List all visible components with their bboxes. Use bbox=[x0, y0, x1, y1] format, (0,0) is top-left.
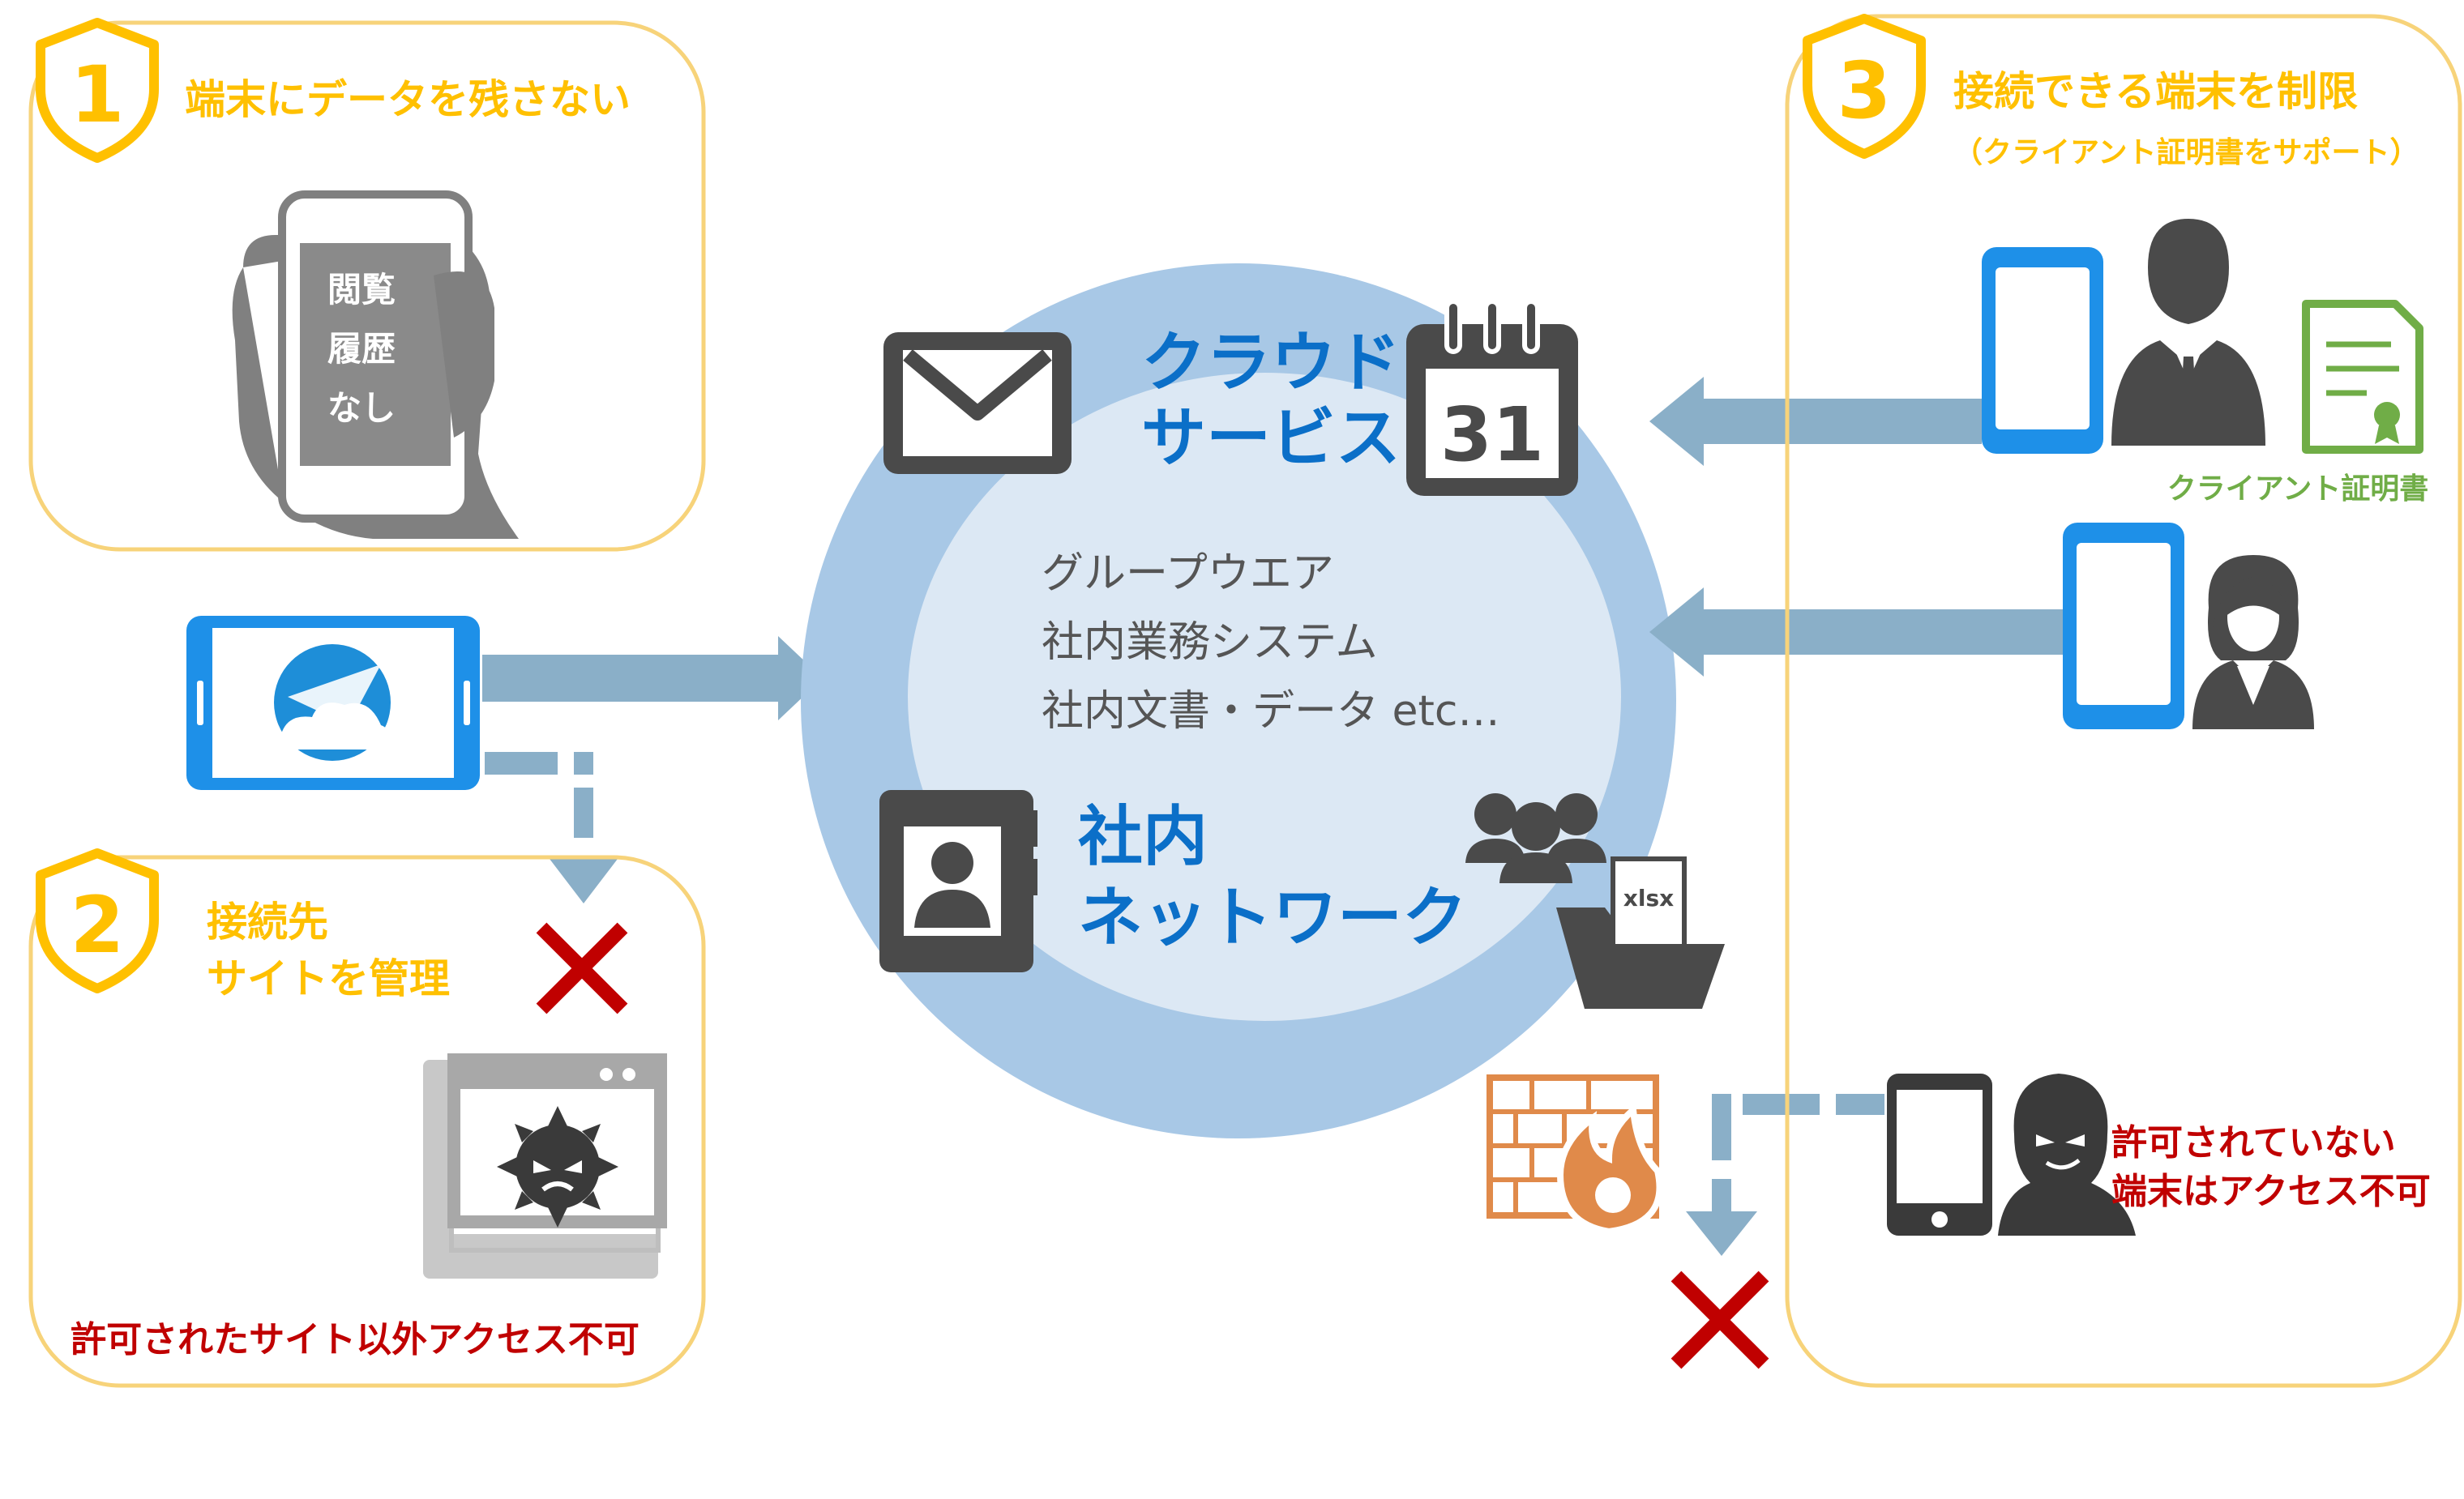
panel-3-title: 接続できる端末を制限 bbox=[1953, 68, 2358, 115]
virus-window-icon bbox=[423, 1053, 667, 1279]
panel-3: 3 接続できる端末を制限 （クライアント証明書をサポート） クライアント証明書 bbox=[1785, 14, 2462, 1388]
panel-3-number: 3 bbox=[1837, 45, 1892, 136]
paper-plane-app-icon bbox=[186, 616, 480, 790]
panel-3-frame bbox=[1785, 14, 2462, 1388]
folder-icon: xlsx bbox=[1556, 856, 1725, 1009]
panel-1: 1 端末にデータを残さない 閲覧 履歴 なし bbox=[28, 18, 706, 552]
firewall-icon bbox=[1487, 1074, 1663, 1236]
envelope-icon bbox=[883, 332, 1072, 474]
smartphone-icon bbox=[1982, 247, 2103, 454]
network-line-1: 社内 bbox=[1078, 799, 1208, 874]
dashed-arrow-down bbox=[485, 752, 618, 903]
panel-2-caption: 許可されたサイト以外アクセス不可 bbox=[71, 1319, 640, 1360]
service-line-3: 社内文書・データ etc… bbox=[1042, 687, 1500, 736]
x-mark-icon bbox=[536, 922, 628, 1014]
service-line-1: グループウエア bbox=[1042, 549, 1334, 598]
denied-line-1: 許可されていない bbox=[2111, 1122, 2396, 1164]
inner-circle bbox=[908, 373, 1621, 1021]
certificate-icon bbox=[2302, 300, 2423, 454]
hand-holding-phone-icon: 閲覧 履歴 なし bbox=[232, 190, 519, 539]
network-line-2: ネットワーク bbox=[1078, 880, 1467, 955]
businesswoman-icon bbox=[2192, 555, 2314, 729]
panel-2-number: 2 bbox=[71, 880, 125, 971]
smartphone-icon bbox=[1887, 1074, 1992, 1236]
panel-1-title: 端末にデータを残さない bbox=[185, 76, 631, 123]
arrow-to-circle bbox=[482, 636, 823, 720]
shield-icon: 3 bbox=[1803, 14, 1926, 159]
contact-book-icon bbox=[879, 790, 1037, 972]
panel-3-subtitle: （クライアント証明書をサポート） bbox=[1953, 135, 2419, 169]
cloud-service-line-1: クラウド bbox=[1141, 325, 1401, 400]
dashed-arrow-denied bbox=[1686, 1094, 1884, 1256]
calendar-icon: 31 bbox=[1406, 299, 1578, 496]
calendar-day: 31 bbox=[1440, 391, 1544, 478]
arrow-from-device-1 bbox=[1649, 377, 1982, 466]
center-hub: クラウド サービス 31 グループウエア 社内業務システム 社内文書・データ e… bbox=[801, 263, 1725, 1138]
panel-1-frame bbox=[28, 20, 706, 552]
smartphone-icon bbox=[2063, 523, 2184, 729]
panel-1-number: 1 bbox=[71, 49, 125, 140]
phone-screen-line-3: なし bbox=[327, 388, 396, 428]
panel-2-title-line-1: 接続先 bbox=[207, 899, 328, 946]
panel-2-title-line-2: サイトを管理 bbox=[207, 955, 450, 1002]
arrow-from-device-2 bbox=[1649, 587, 2063, 677]
x-mark-icon bbox=[1670, 1271, 1769, 1369]
businessman-icon bbox=[2111, 219, 2265, 446]
shield-icon: 1 bbox=[36, 18, 159, 163]
shield-icon: 2 bbox=[36, 848, 159, 993]
denied-line-2: 端末はアクセス不可 bbox=[2111, 1171, 2431, 1212]
phone-screen-line-2: 履歴 bbox=[327, 329, 396, 369]
panel-2-frame bbox=[28, 855, 706, 1388]
panel-2: 2 接続先 サイトを管理 bbox=[28, 848, 706, 1388]
service-line-2: 社内業務システム bbox=[1042, 618, 1377, 667]
cert-label: クライアント証明書 bbox=[2167, 472, 2429, 506]
phone-screen-line-1: 閲覧 bbox=[327, 270, 396, 310]
hacker-icon bbox=[1998, 1074, 2136, 1236]
cloud-service-line-2: サービス bbox=[1141, 400, 1401, 476]
file-label: xlsx bbox=[1623, 885, 1674, 912]
user-group-icon bbox=[1465, 793, 1606, 883]
